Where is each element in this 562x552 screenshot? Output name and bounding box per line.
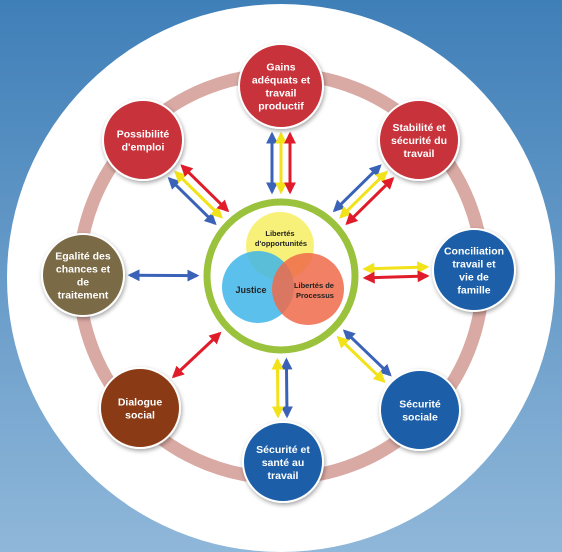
arrow-yellow-sante [271,357,284,419]
venn-processus-circle [272,253,344,325]
arrow-red-stabilite [345,177,395,226]
arrow-red-dialogue [171,331,222,379]
node-circle-sante [242,421,324,503]
node-circle-dialogue [99,367,181,449]
node-circle-securite-sociale [379,369,461,451]
arrow-yellow-securite-sociale [336,335,386,383]
venn-justice-label: Justice [235,285,266,295]
venn-processus-label: Libertés de Processus [294,281,336,300]
node-circle-emploi [102,99,184,181]
arrow-red-conciliation [362,270,430,284]
node-circle-conciliation [432,228,516,312]
venn-opportunites-label: Libertés d'opportunités [255,229,307,248]
arrow-yellow-conciliation [362,261,430,275]
center-green-ring [203,198,359,354]
node-circle-gains [238,43,324,129]
node-circle-egalite [41,233,125,317]
center-venn: Libertés d'opportunités Justice Libertés… [203,198,359,354]
arrow-blue-sante [280,357,293,419]
arrows-layer [127,131,430,419]
arrow-red-emploi [180,164,230,213]
node-circle-stabilite [378,99,460,181]
